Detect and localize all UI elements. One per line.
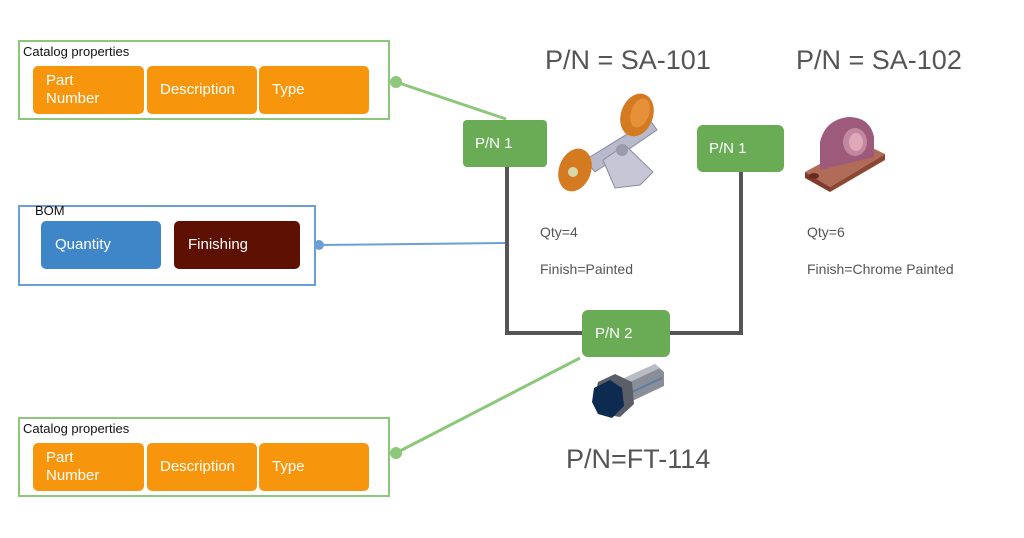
bom-link-left [505,165,585,335]
bom-connector [317,242,506,246]
finish-sa-102: Finish=Chrome Painted [807,261,954,277]
node-pn1-right[interactable]: P/N 1 [697,125,784,172]
catalog-properties-bottom: Catalog properties Part Number Descripti… [18,417,390,497]
node-pn2[interactable]: P/N 2 [582,310,670,357]
skateboard-truck-icon [558,93,658,192]
catalog-properties-top: Catalog properties Part Number Descripti… [18,40,390,120]
node-pn1-left[interactable]: P/N 1 [463,120,547,167]
property-type[interactable]: Type [259,66,369,114]
bom-connector-dot [314,240,324,250]
bom-link-right [668,171,743,335]
part-label-sa-101: P/N = SA-101 [545,45,711,75]
property-finishing[interactable]: Finishing [174,221,300,269]
bom-group: BOM Quantity Finishing [18,203,316,286]
catalog-top-connector [395,80,507,121]
catalog-properties-top-title: Catalog properties [23,44,130,59]
property-quantity[interactable]: Quantity [41,221,161,269]
property-part-number[interactable]: Part Number [33,443,144,491]
qty-sa-102: Qty=6 [807,224,845,240]
property-description[interactable]: Description [147,66,257,114]
pillow-block-bearing-icon [805,117,885,192]
finish-sa-101: Finish=Painted [540,261,634,277]
qty-sa-101: Qty=4 [540,224,578,240]
property-type[interactable]: Type [259,443,369,491]
part-label-sa-102: P/N = SA-102 [796,45,962,75]
catalog-bottom-connector [395,356,581,455]
property-description[interactable]: Description [147,443,257,491]
catalog-bottom-connector-dot [390,447,402,459]
catalog-top-connector-dot [390,76,402,88]
property-part-number[interactable]: Part Number [33,66,144,114]
catalog-properties-bottom-title: Catalog properties [23,421,130,436]
part-label-ft-114: P/N=FT-114 [566,444,711,474]
bom-title: BOM [35,203,65,218]
hex-bolt-icon [592,364,664,418]
